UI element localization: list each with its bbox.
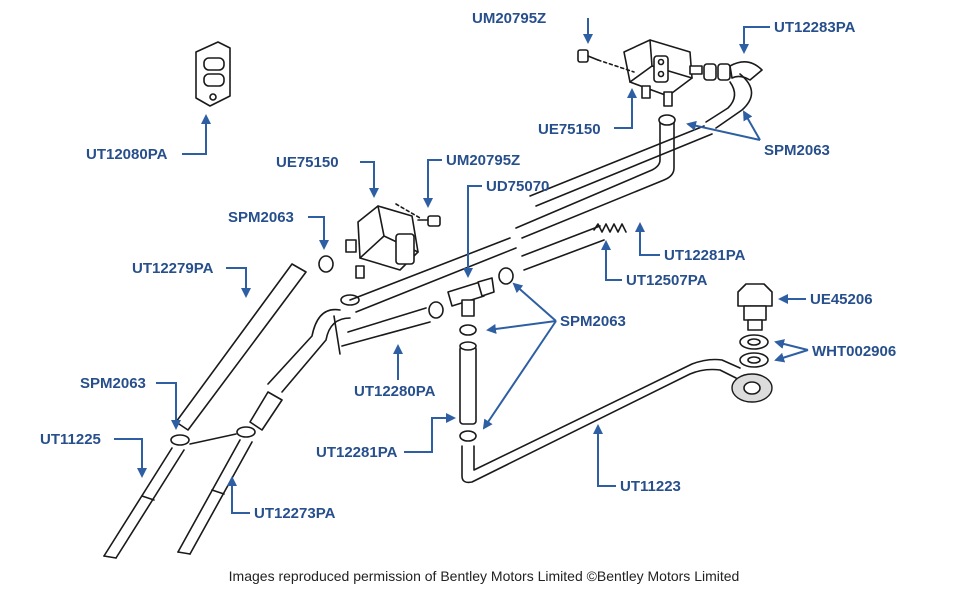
pipe-ut11223: [461, 358, 741, 484]
label-spm2063-center: SPM2063: [560, 313, 626, 330]
label-spm2063-left: SPM2063: [228, 209, 294, 226]
label-um20795z-mid: UM20795Z: [446, 152, 520, 169]
label-ue75150-mid: UE75150: [276, 154, 339, 171]
banjo-connector: [731, 373, 773, 403]
pipe-ut12280pa: [267, 307, 431, 393]
tee-ud75070: [447, 277, 495, 317]
label-ut12283pa: UT12283PA: [774, 19, 856, 36]
part-labels: UM20795Z UT12283PA UT12080PA UE75150 SPM…: [40, 10, 896, 522]
banjo-bolt-ue45206: [737, 283, 773, 331]
hose-ut12283pa: [705, 73, 753, 129]
label-ut12080pa: UT12080PA: [86, 146, 168, 163]
label-spm2063-top: SPM2063: [764, 142, 830, 159]
pipe-main-run: [349, 225, 605, 313]
washers-wht002906: [739, 334, 769, 368]
pipe-ut12273pa: [177, 439, 253, 555]
label-um20795z-top: UM20795Z: [472, 10, 546, 27]
washers-spm2063-center: [428, 267, 514, 442]
label-ut12279pa: UT12279PA: [132, 260, 214, 277]
label-ut12273pa: UT12273PA: [254, 505, 336, 522]
label-ud75070: UD75070: [486, 178, 549, 195]
screw-um20795z-mid: [395, 203, 441, 227]
label-wht002906: WHT002906: [812, 343, 896, 360]
pipe-ut11225: [103, 447, 185, 559]
label-ue45206: UE45206: [810, 291, 873, 308]
washer-spm2063-top-left: [318, 255, 360, 306]
leader-lines: [114, 18, 809, 514]
copyright-credit: Images reproduced permission of Bentley …: [228, 568, 740, 584]
bracket-ut12080pa: [195, 41, 231, 107]
label-ut12281pa-upper: UT12281PA: [664, 247, 746, 264]
label-ut12507pa: UT12507PA: [626, 272, 708, 289]
hose-ut12281pa-lower: [459, 341, 477, 425]
label-ut11225: UT11225: [40, 431, 101, 448]
pipe-ut12281pa-upper: [515, 114, 713, 239]
label-ue75150-top: UE75150: [538, 121, 601, 138]
valve-ue75150-top: [623, 39, 703, 107]
clips-spm2063-lower-left: [170, 426, 256, 446]
union-nuts-top-right: [703, 61, 763, 81]
label-ut12280pa: UT12280PA: [354, 383, 436, 400]
hose-ut12279pa: [175, 263, 307, 431]
label-spm2063-lower-left: SPM2063: [80, 375, 146, 392]
valve-ue75150-mid: [345, 205, 419, 279]
label-ut12281pa-lower: UT12281PA: [316, 444, 398, 461]
screw-um20795z-top: [577, 49, 635, 73]
spring-ut12507pa: [593, 223, 627, 233]
label-ut11223: UT11223: [620, 478, 681, 495]
